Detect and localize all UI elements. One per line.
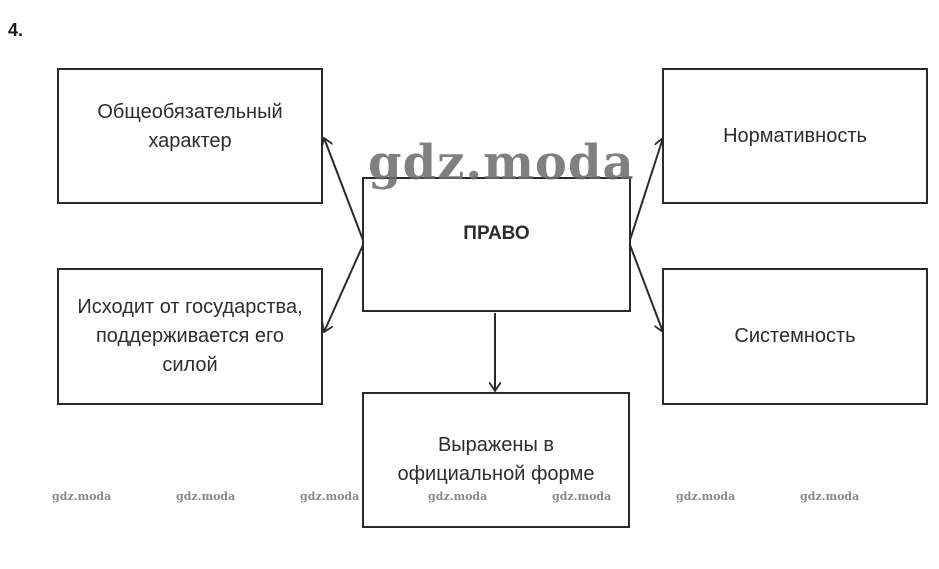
arrow-to-state-origin (324, 244, 364, 332)
watermark-small: gdz.moda (676, 490, 736, 503)
watermark-small: gdz.moda (428, 490, 488, 503)
watermark-small: gdz.moda (52, 490, 112, 503)
arrow-to-systemic (629, 244, 663, 332)
watermark-small: gdz.moda (800, 490, 860, 503)
box-state-origin: Исходит от государства, поддерживается е… (57, 268, 323, 405)
watermark-small: gdz.moda (552, 490, 612, 503)
arrow-to-normativity (629, 138, 663, 241)
watermark-small: gdz.moda (300, 490, 360, 503)
box-general-character-label: Общеобязательный характер (97, 101, 283, 152)
task-number: 4. (8, 20, 24, 40)
box-official-form-label: Выражены в официальной форме (397, 434, 595, 485)
watermark-small: gdz.moda (176, 490, 236, 503)
box-systemic-label: Системность (734, 325, 856, 347)
arrow-to-general-character (324, 138, 364, 241)
box-center-law-label: ПРАВО (463, 223, 530, 244)
box-center-law: ПРАВО (362, 177, 631, 312)
watermark-main: gdz.moda (368, 135, 635, 191)
box-normativity: Нормативность (662, 68, 928, 204)
box-general-character: Общеобязательный характер (57, 68, 323, 204)
box-systemic: Системность (662, 268, 928, 405)
box-normativity-label: Нормативность (723, 124, 867, 147)
box-state-origin-label: Исходит от государства, поддерживается е… (77, 296, 303, 376)
box-official-form: Выражены в официальной форме (362, 392, 630, 528)
